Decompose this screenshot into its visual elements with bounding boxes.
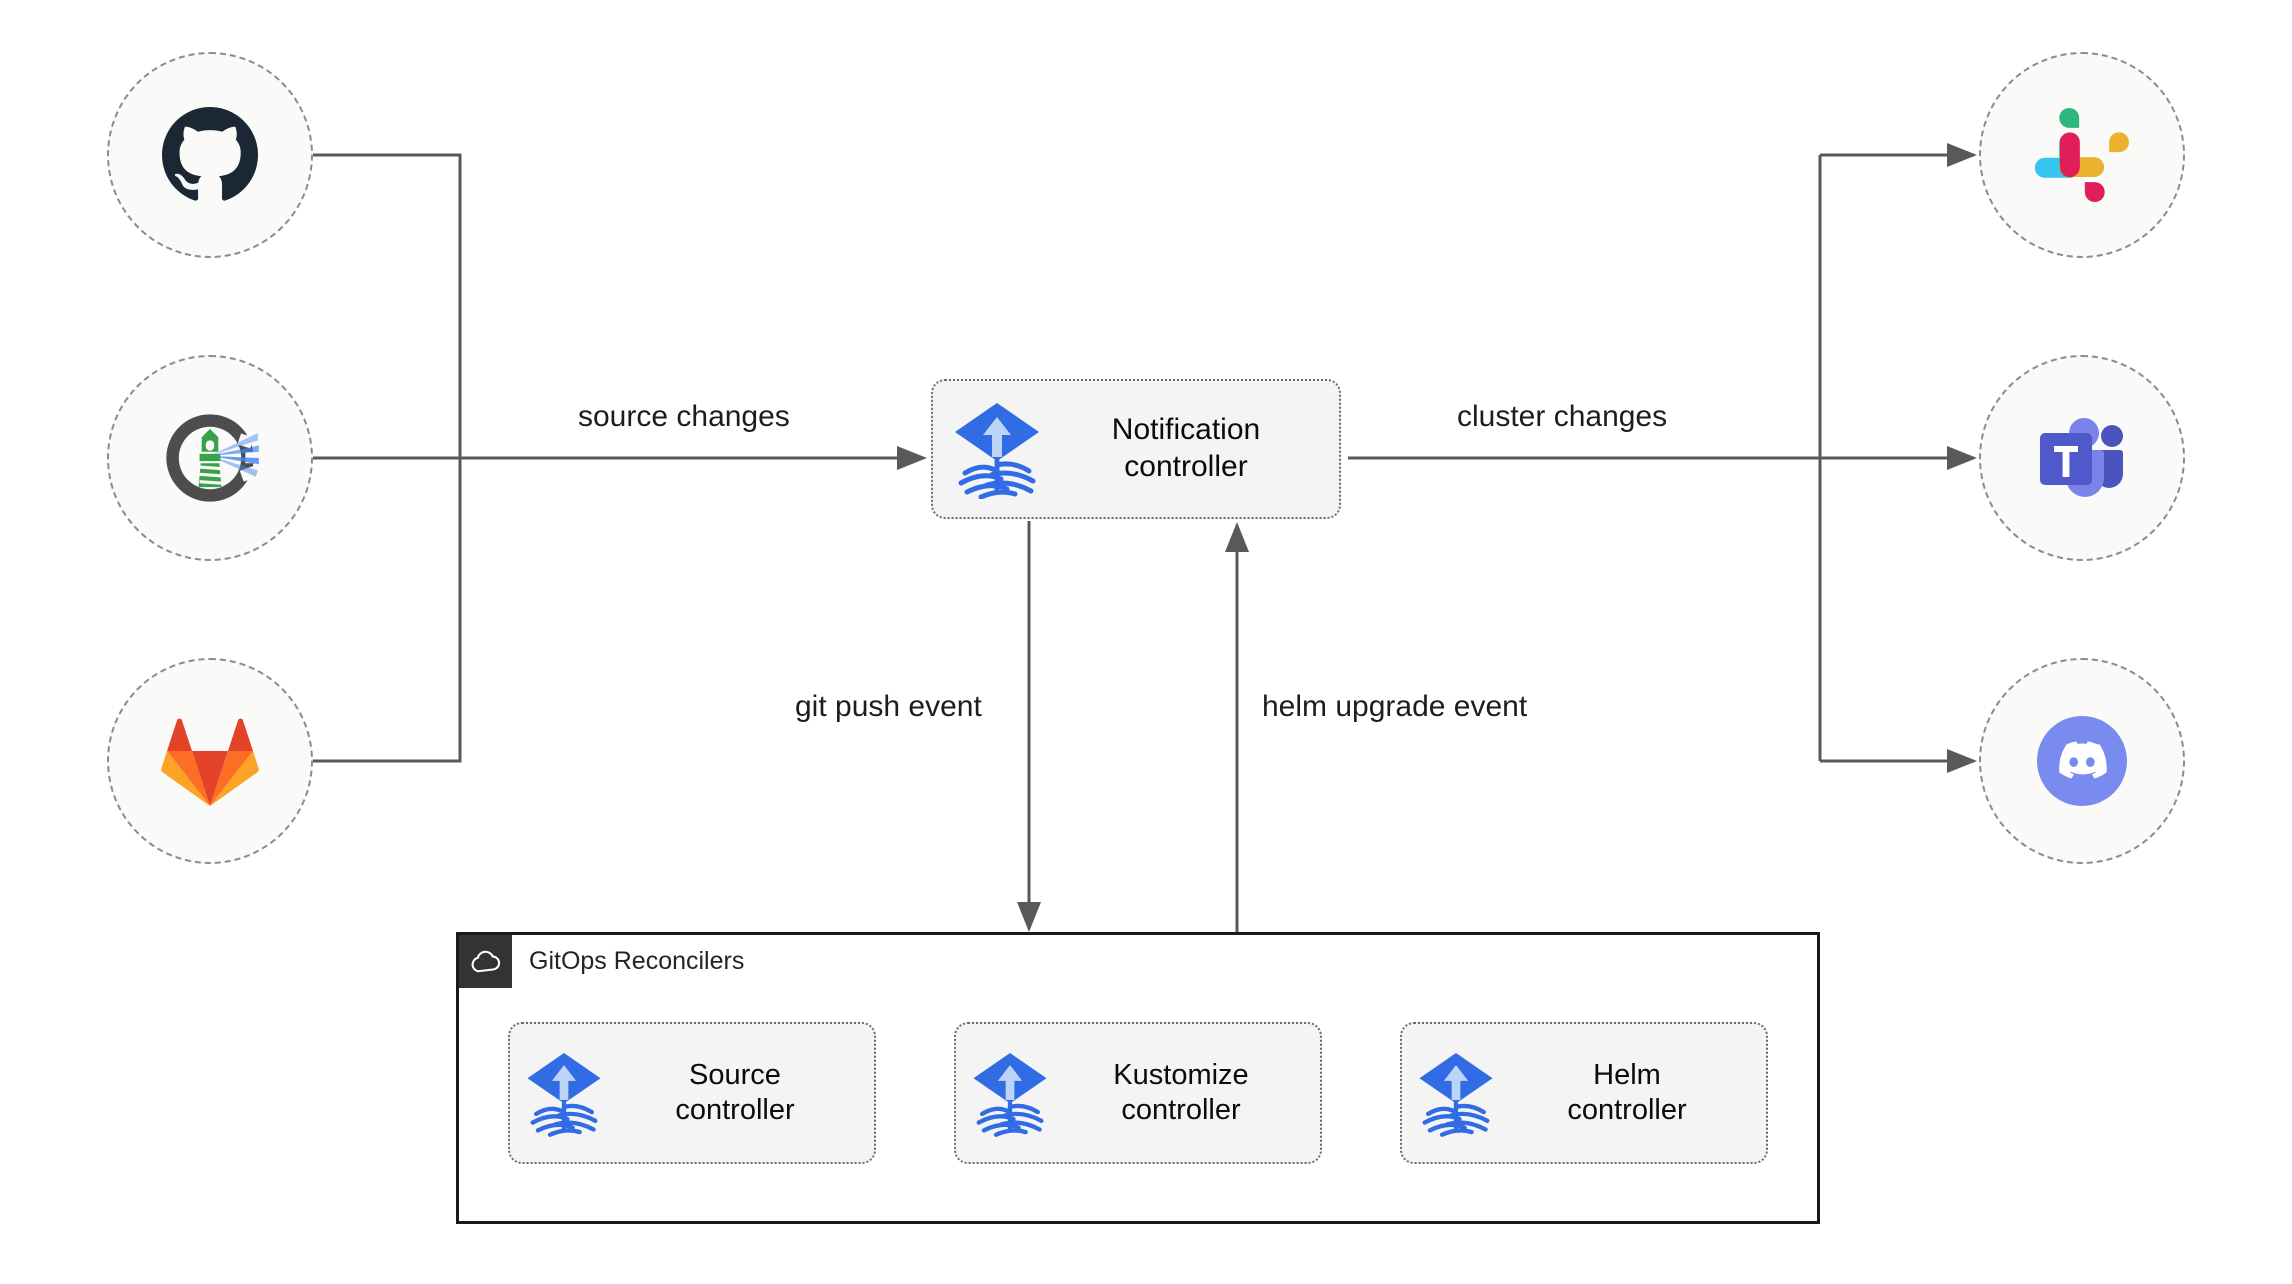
source-controller-node[interactable]: Source controller: [508, 1022, 876, 1164]
edge-sources-to-notification: [313, 153, 927, 763]
target-node-teams[interactable]: [1979, 355, 2185, 561]
flux-icon: [1416, 1049, 1496, 1137]
microsoft-teams-icon: [2032, 412, 2132, 504]
slack-icon: [2035, 108, 2129, 202]
edge-label-git-push-event: git push event: [795, 690, 982, 723]
edge-label-source-changes: source changes: [578, 400, 790, 433]
edge-label-cluster-changes: cluster changes: [1457, 400, 1668, 433]
notification-controller-node[interactable]: Notification controller: [931, 379, 1341, 519]
cloud-icon: [459, 935, 512, 988]
flux-icon: [951, 399, 1043, 499]
source-controller-label: Source controller: [675, 1058, 795, 1126]
target-node-discord[interactable]: [1979, 658, 2185, 864]
source-node-gitlab[interactable]: [107, 658, 313, 864]
target-node-slack[interactable]: [1979, 52, 2185, 258]
gitlab-icon: [160, 714, 260, 808]
source-node-github[interactable]: [107, 52, 313, 258]
flux-icon: [970, 1049, 1050, 1137]
gitops-group-header: GitOps Reconcilers: [459, 935, 744, 988]
edge-label-helm-upgrade-event: helm upgrade event: [1262, 690, 1528, 723]
gitops-group-title: GitOps Reconcilers: [529, 947, 745, 975]
flux-icon: [524, 1049, 604, 1137]
source-node-gitea[interactable]: [107, 355, 313, 561]
kustomize-controller-node[interactable]: Kustomize controller: [954, 1022, 1322, 1164]
discord-icon: [2030, 709, 2134, 813]
edge-notification-to-targets: [1348, 143, 1977, 773]
helm-controller-label: Helm controller: [1567, 1058, 1687, 1126]
notification-controller-label: Notification controller: [1111, 413, 1261, 483]
helm-controller-node[interactable]: Helm controller: [1400, 1022, 1768, 1164]
gitea-icon: [158, 406, 262, 510]
github-icon: [162, 107, 258, 203]
kustomize-controller-label: Kustomize controller: [1113, 1058, 1249, 1126]
